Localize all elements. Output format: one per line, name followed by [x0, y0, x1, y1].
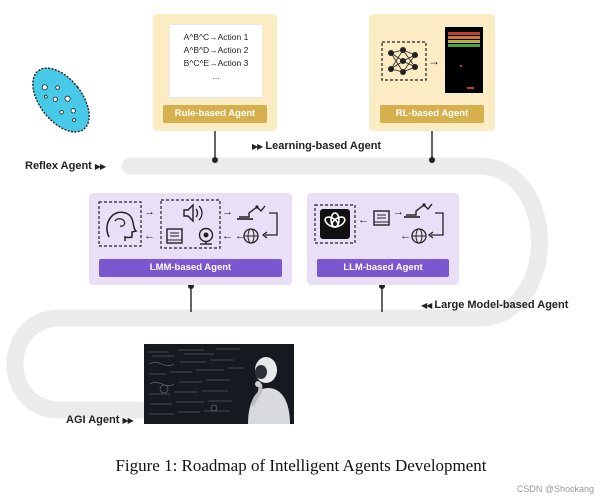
backward-arrow-icon: ◀◀	[421, 301, 432, 310]
svg-text:→: →	[222, 206, 233, 218]
large-model-based-agent-label: ◀◀ Large Model-based Agent	[421, 298, 568, 313]
rule-based-agent-card: A^B^C→Action 1 A^B^D→Action 2 B^C^E→Acti…	[153, 14, 277, 131]
lmm-based-agent-label: LMM-based Agent	[99, 259, 282, 277]
brain-head-icon	[98, 201, 142, 247]
llm-cycle-icons: ← → ←	[314, 203, 444, 244]
svg-text:←: ←	[400, 230, 411, 242]
forward-arrow-icon: ▶▶	[122, 416, 133, 425]
watermark: CSDN @Shockang	[516, 484, 594, 494]
figure-caption: Figure 1: Roadmap of Intelligent Agents …	[115, 456, 487, 475]
svg-text:←: ←	[144, 230, 155, 242]
arrow-icon: →	[428, 54, 440, 68]
speaker-icon	[183, 203, 203, 223]
amoeba-icon	[32, 67, 90, 133]
rule-line: A^B^C→Action 1	[183, 32, 249, 42]
svg-text:←: ←	[222, 230, 233, 242]
llm-based-agent-label: LLM-based Agent	[317, 259, 449, 277]
chalkboard-robot-illustration	[144, 344, 294, 424]
openai-logo-icon	[314, 204, 356, 244]
rule-line: A^B^D→Action 2	[183, 45, 249, 55]
svg-text:←: ←	[235, 230, 246, 242]
learning-based-agent-label: ▶▶ Learning-based Agent	[252, 139, 381, 154]
globe-icon	[411, 228, 427, 244]
reflex-agent-label: Reflex Agent ▶▶	[25, 159, 106, 174]
robot-arm-icon	[237, 205, 266, 220]
svg-text:→: →	[393, 206, 404, 218]
rl-based-agent-card: → RL-based Agent	[369, 14, 495, 131]
rl-based-agent-label: RL-based Agent	[380, 105, 484, 123]
forward-arrow-icon: ▶▶	[252, 142, 263, 151]
neural-network-icon	[381, 41, 427, 81]
book-icon	[166, 228, 183, 244]
rule-line: ...	[212, 71, 220, 81]
globe-icon	[243, 228, 259, 244]
agi-agent-label: AGI Agent ▶▶	[66, 413, 134, 428]
book-icon	[373, 210, 390, 226]
svg-text:←: ←	[358, 214, 369, 226]
learning-based-agent-text: Learning-based Agent	[265, 140, 382, 152]
webcam-icon	[198, 227, 214, 245]
lmm-based-agent-card: → ← → ←	[89, 193, 292, 285]
forward-arrow-icon: ▶▶	[94, 162, 106, 171]
lmm-cycle-icons: → ← → ←	[98, 199, 278, 249]
robot-arm-icon	[404, 203, 433, 218]
atari-game-icon	[445, 27, 483, 93]
large-model-based-agent-text: Large Model-based Agent	[434, 299, 569, 311]
agi-agent-text: AGI Agent	[66, 414, 120, 426]
agi-robot-image	[144, 344, 294, 424]
svg-text:→: →	[144, 206, 155, 218]
reflex-agent-text: Reflex Agent	[25, 160, 92, 172]
llm-based-agent-card: ← → ← LLM-based Agent	[307, 193, 459, 285]
rule-based-agent-label: Rule-based Agent	[163, 105, 267, 123]
rule-line: B^C^E→Action 3	[183, 58, 249, 68]
rule-list-panel: A^B^C→Action 1 A^B^D→Action 2 B^C^E→Acti…	[169, 24, 263, 98]
